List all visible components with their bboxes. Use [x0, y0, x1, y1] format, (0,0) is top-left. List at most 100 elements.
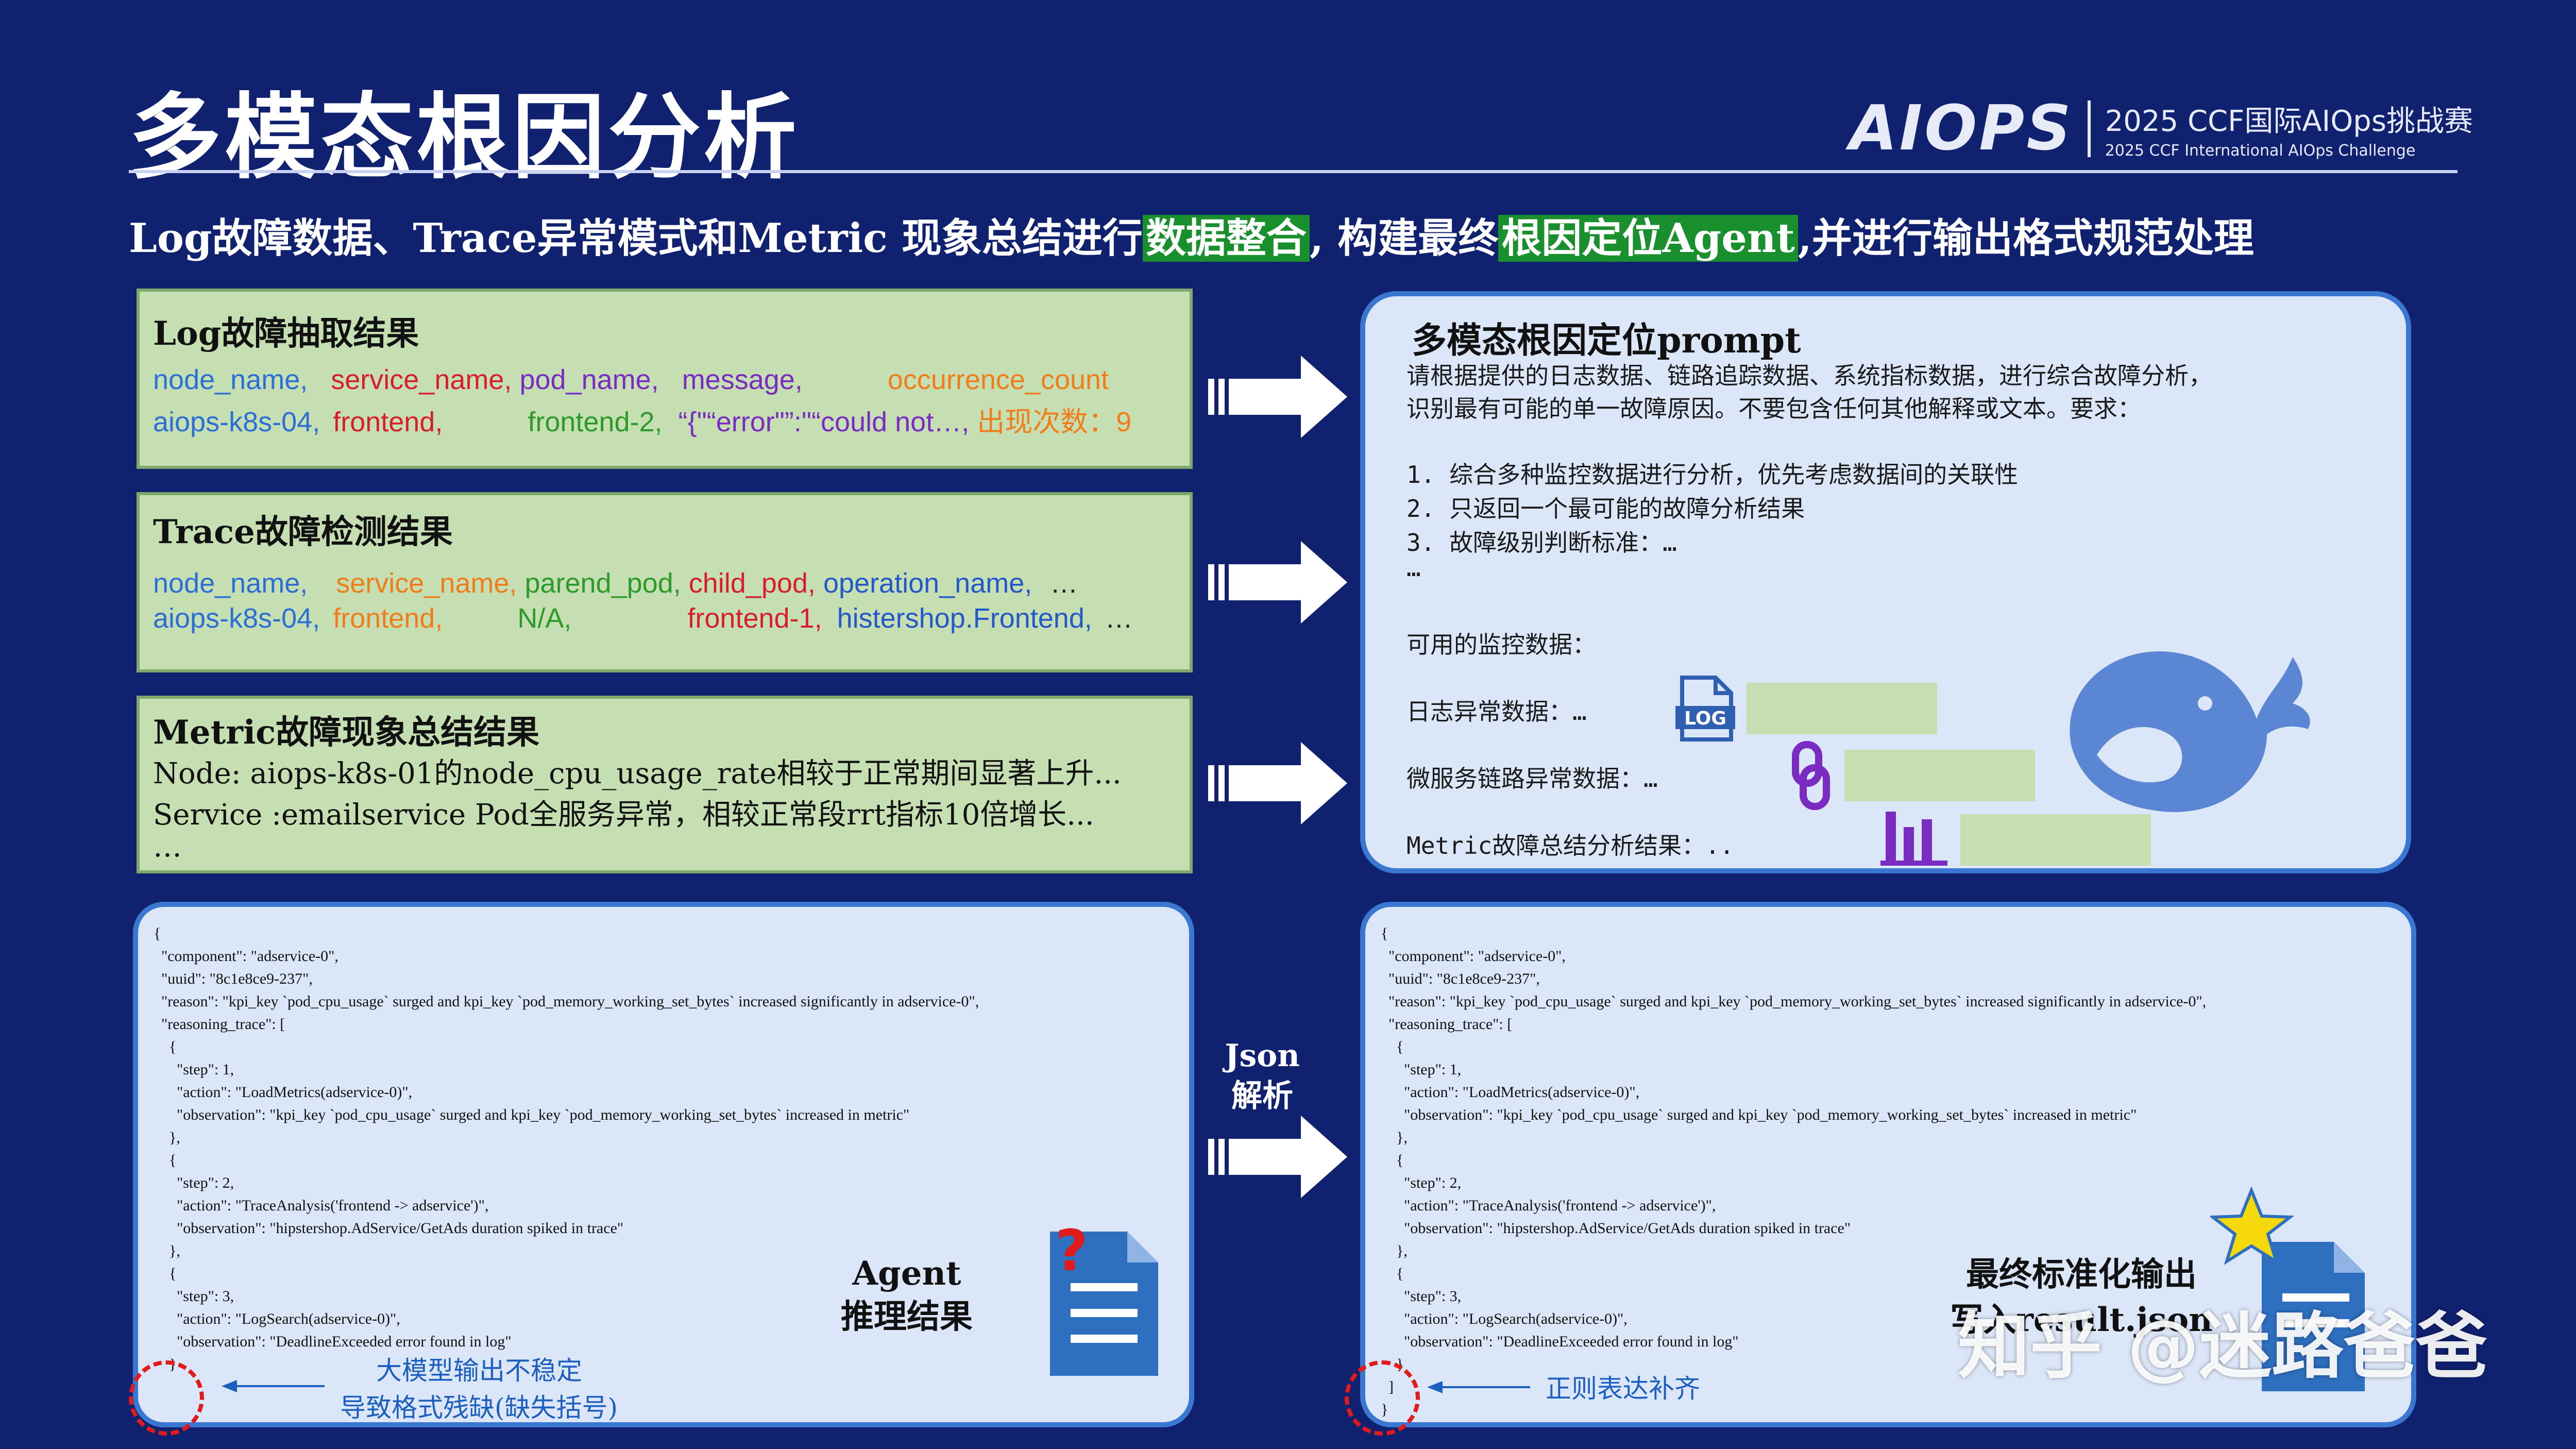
log-value-service: frontend,	[333, 407, 443, 437]
svg-text:?: ?	[1055, 1221, 1088, 1284]
final-json-line: }	[1381, 1401, 1388, 1418]
final-output-box: { "component": "adservice-0", "uuid": "8…	[1360, 902, 2416, 1427]
left-note-line-1: 大模型输出不稳定	[376, 1356, 582, 1386]
agent-json-line: "step": 2,	[154, 1174, 234, 1191]
prompt-box: 多模态根因定位prompt 请根据提供的日志数据、链路追踪数据、系统指标数据，进…	[1360, 291, 2411, 873]
final-label-line-2: 写入result.json	[1950, 1301, 2213, 1339]
final-json-line: "component": "adservice-0",	[1381, 948, 1566, 965]
metric-line-1: Node: aiops-k8s-01的node_cpu_usage_rate相较…	[153, 757, 1122, 790]
agent-label-line-1: Agent	[852, 1254, 961, 1293]
prompt-intro-1: 请根据提供的日志数据、链路追踪数据、系统指标数据，进行综合故障分析，	[1406, 362, 2212, 390]
agent-json-line: },	[154, 1242, 180, 1259]
log-value-row: aiops-k8s-04, frontend, frontend-2, “{"“…	[153, 399, 1131, 440]
arrow-json-parse	[1208, 1116, 1347, 1198]
log-header-service: service_name,	[331, 364, 512, 395]
prompt-item-1: 1. 综合多种监控数据进行分析，优先考虑数据间的关联性	[1406, 461, 2019, 488]
metric-line-2: Service :emailservice Pod全服务异常，相较正常段rrt指…	[153, 798, 1094, 832]
trace-header-more: …	[1050, 568, 1078, 599]
trace-value-more: …	[1105, 603, 1133, 634]
final-json-line: "reasoning_trace": [	[1381, 1016, 1513, 1033]
log-header-node: node_name,	[153, 364, 308, 395]
trace-data-bar	[1844, 750, 2035, 801]
final-label: 最终标准化输出 写入result.json	[1937, 1252, 2226, 1343]
agent-json-line: {	[154, 1265, 177, 1282]
json-parse-line-1: Json	[1225, 1038, 1300, 1074]
trace-value-row: aiops-k8s-04, frontend, N/A, frontend-1,…	[153, 602, 1133, 634]
arrow-log-to-prompt	[1208, 356, 1347, 438]
prompt-title: 多模态根因定位prompt	[1412, 320, 1801, 361]
agent-json-line: {	[154, 925, 161, 942]
metric-box-title: Metric故障现象总结结果	[153, 713, 540, 752]
trace-value-node: aiops-k8s-04,	[153, 603, 320, 634]
final-json-line: "step": 2,	[1381, 1174, 1462, 1191]
subtitle-highlight-2: 根因定位Agent	[1498, 215, 1798, 262]
prompt-item-3: 3. 故障级别判断标准：…	[1406, 529, 1677, 557]
page-title: 多模态根因分析	[129, 84, 800, 192]
arrow-metric-to-prompt	[1208, 742, 1347, 824]
log-file-icon: LOG	[1675, 676, 1735, 742]
final-json-line: "reason": "kpi_key `pod_cpu_usage` surge…	[1381, 993, 2207, 1010]
agent-json-line: "step": 1,	[154, 1061, 234, 1078]
log-header-pod: pod_name,	[519, 364, 659, 395]
final-label-line-1: 最终标准化输出	[1966, 1255, 2197, 1294]
document-star-icon	[2210, 1186, 2365, 1391]
trace-header-service: service_name,	[336, 568, 517, 599]
trace-header-child: child_pod,	[688, 568, 816, 599]
prompt-metric-data: Metric故障总结分析结果：..	[1406, 832, 1734, 860]
log-value-count: 出现次数：9	[977, 407, 1132, 437]
final-json-line: "action": "LogSearch(adservice-0)",	[1381, 1310, 1628, 1327]
trace-value-parent: N/A,	[517, 603, 572, 634]
brand-line-1: 2025 CCF国际AIOps挑战赛	[2105, 104, 2473, 138]
trace-value-child: frontend-1,	[687, 603, 822, 634]
prompt-item-2: 2. 只返回一个最可能的故障分析结果	[1406, 495, 1805, 523]
brand-line-2: 2025 CCF International AIOps Challenge	[2105, 141, 2416, 160]
final-json-line: {	[1381, 1152, 1404, 1169]
trace-box: Trace故障检测结果 node_name, service_name, par…	[137, 492, 1193, 672]
agent-json-line: "observation": "DeadlineExceeded error f…	[154, 1333, 512, 1350]
agent-label: Agent 推理结果	[804, 1252, 1010, 1339]
brand-text: 2025 CCF国际AIOps挑战赛 2025 CCF Internationa…	[2105, 98, 2473, 160]
final-json-line: {	[1381, 1038, 1404, 1055]
whale-icon	[2070, 651, 2310, 812]
log-icon-text: LOG	[1684, 708, 1726, 729]
prompt-log-data: 日志异常数据：…	[1406, 698, 1587, 726]
agent-json-line: "step": 3,	[154, 1288, 234, 1305]
agent-json-line: {	[154, 1152, 177, 1169]
prompt-intro-2: 识别最有可能的单一故障原因。不要包含任何其他解释或文本。要求：	[1406, 395, 2141, 423]
log-header-row: node_name, service_name, pod_name, messa…	[153, 364, 1109, 396]
subtitle-part-1: Log故障数据、Trace异常模式和Metric 现象总结进行	[129, 215, 1143, 262]
subtitle-part-3: ,并进行输出格式规范处理	[1798, 215, 2254, 262]
arrow-trace-to-prompt	[1208, 541, 1347, 624]
log-value-message: “{"“error"”:"“could not…,	[678, 407, 970, 437]
right-bracket-circle	[1345, 1360, 1420, 1436]
json-parse-label: Json 解析	[1221, 1036, 1303, 1116]
trace-header-node: node_name,	[153, 568, 308, 599]
agent-output-box: { "component": "adservice-0", "uuid": "8…	[133, 902, 1194, 1427]
subtitle-part-2: , 构建最终	[1309, 215, 1499, 262]
final-json-line: "observation": "hipstershop.AdService/Ge…	[1381, 1220, 1851, 1237]
trace-header-operation: operation_name,	[823, 568, 1032, 599]
log-value-pod: frontend-2,	[528, 407, 663, 437]
metric-line-3: …	[153, 830, 182, 864]
left-note-line-2: 导致格式残缺(缺失括号)	[340, 1393, 618, 1423]
agent-json-line: "component": "adservice-0",	[154, 948, 338, 965]
trace-header-parent: parend_pod,	[524, 568, 681, 599]
agent-json-line: {	[154, 1038, 177, 1055]
metric-data-bar	[1960, 814, 2151, 866]
title-rule	[129, 170, 2458, 173]
agent-json-line: "action": "LoadMetrics(adservice-0)",	[154, 1084, 413, 1101]
left-missing-bracket-circle	[129, 1360, 204, 1436]
bar-chart-icon	[1880, 812, 1947, 866]
agent-json-line: "reasoning_trace": [	[154, 1016, 285, 1033]
agent-label-line-2: 推理结果	[841, 1298, 973, 1336]
link-icon	[1792, 741, 1830, 810]
agent-json-line: "action": "TraceAnalysis('frontend -> ad…	[154, 1197, 489, 1214]
agent-json-line: "action": "LogSearch(adservice-0)",	[154, 1310, 400, 1327]
json-parse-line-2: 解析	[1231, 1078, 1293, 1114]
subtitle: Log故障数据、Trace异常模式和Metric 现象总结进行数据整合, 构建最…	[129, 206, 2254, 264]
subtitle-highlight-1: 数据整合	[1142, 215, 1310, 262]
aiops-logo: AIOPS	[1849, 93, 2073, 164]
trace-value-service: frontend,	[333, 603, 443, 634]
agent-json-line: },	[154, 1129, 180, 1146]
